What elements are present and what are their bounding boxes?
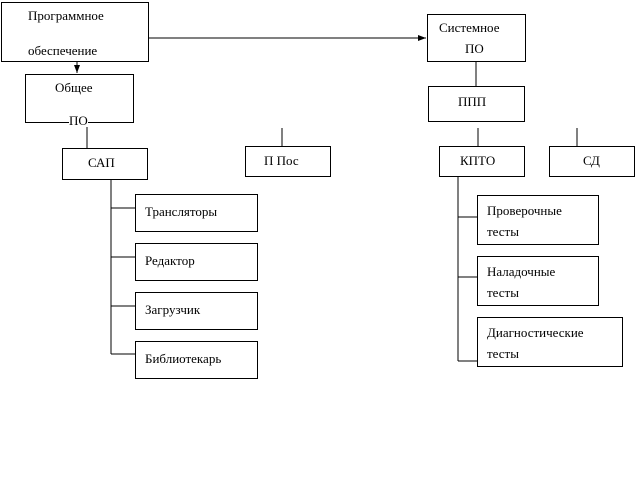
- system-po-label-1: Системное: [439, 20, 500, 35]
- librarian-box: Библиотекарь: [135, 341, 258, 379]
- diag-tests-label-1: Диагностические: [487, 325, 584, 340]
- p-pos-label: П Пос: [264, 153, 299, 168]
- diag-tests-label-2: тесты: [487, 346, 519, 361]
- setup-tests-label-2: тесты: [487, 285, 519, 300]
- translators-box: Трансляторы: [135, 194, 258, 232]
- software-box: Программное обеспечение: [1, 2, 149, 62]
- general-po-label-2: ПО: [69, 113, 88, 128]
- system-po-box: Системное ПО: [427, 14, 526, 62]
- kpto-label: КПТО: [460, 153, 496, 168]
- software-label-2: обеспечение: [28, 43, 98, 58]
- ppp-label: ППП: [458, 94, 487, 109]
- librarian-label: Библиотекарь: [145, 351, 222, 366]
- loader-label: Загрузчик: [145, 302, 201, 317]
- system-po-label-2: ПО: [465, 41, 484, 56]
- general-po-label-1: Общее: [55, 80, 93, 95]
- check-tests-label-2: тесты: [487, 224, 519, 239]
- setup-tests-box: Наладочные тесты: [477, 256, 599, 306]
- check-tests-label-1: Проверочные: [487, 203, 562, 218]
- diag-tests-box: Диагностические тесты: [477, 317, 623, 367]
- software-label-1: Программное: [28, 8, 104, 23]
- sap-label: САП: [88, 155, 115, 170]
- p-pos-box: П Пос: [245, 146, 331, 177]
- sd-box: СД: [549, 146, 635, 177]
- sap-box: САП: [62, 148, 148, 180]
- kpto-box: КПТО: [439, 146, 525, 177]
- editor-label: Редактор: [145, 253, 195, 268]
- general-po-box: Общее ПО: [25, 74, 134, 127]
- editor-box: Редактор: [135, 243, 258, 281]
- setup-tests-label-1: Наладочные: [487, 264, 556, 279]
- sd-label: СД: [583, 153, 600, 168]
- loader-box: Загрузчик: [135, 292, 258, 330]
- check-tests-box: Проверочные тесты: [477, 195, 599, 245]
- ppp-box: ППП: [428, 86, 525, 122]
- translators-label: Трансляторы: [145, 204, 218, 219]
